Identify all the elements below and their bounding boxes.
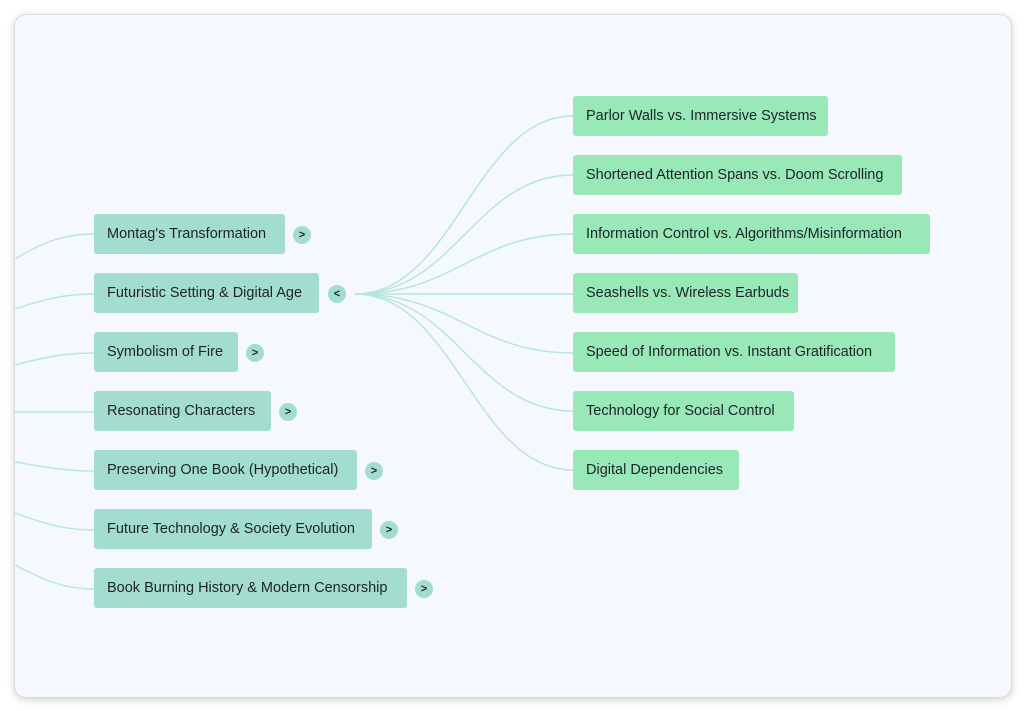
branch-label: Preserving One Book (Hypothetical) xyxy=(107,462,339,478)
branch-node-book-burning-history[interactable]: Book Burning History & Modern Censorship xyxy=(94,568,407,608)
root-link xyxy=(15,233,95,260)
root-link xyxy=(15,352,95,366)
expand-toggle[interactable]: > xyxy=(380,521,398,539)
leaf-label: Information Control vs. Algorithms/Misin… xyxy=(586,226,902,242)
branch-node-montags-transformation[interactable]: Montag's Transformation xyxy=(94,214,285,254)
root-link xyxy=(15,461,95,472)
root-link xyxy=(15,564,95,590)
branch-link xyxy=(354,293,574,354)
leaf-node[interactable]: Shortened Attention Spans vs. Doom Scrol… xyxy=(573,155,902,195)
root-link xyxy=(15,293,95,310)
branch-label: Montag's Transformation xyxy=(107,226,267,242)
branch-node-symbolism-of-fire[interactable]: Symbolism of Fire xyxy=(94,332,238,372)
branch-label: Book Burning History & Modern Censorship xyxy=(107,580,388,596)
branch-label: Resonating Characters xyxy=(107,403,256,419)
branch-node-preserving-one-book[interactable]: Preserving One Book (Hypothetical) xyxy=(94,450,357,490)
leaf-label: Shortened Attention Spans vs. Doom Scrol… xyxy=(586,167,884,183)
mindmap-canvas: Montag's Transformation > Futuristic Set… xyxy=(14,14,1012,698)
leaf-label: Technology for Social Control xyxy=(586,403,775,419)
leaf-node[interactable]: Information Control vs. Algorithms/Misin… xyxy=(573,214,930,254)
leaf-label: Speed of Information vs. Instant Gratifi… xyxy=(586,344,873,360)
branch-label: Symbolism of Fire xyxy=(107,344,224,360)
branch-link xyxy=(354,233,574,295)
branch-label: Future Technology & Society Evolution xyxy=(107,521,355,537)
leaf-node[interactable]: Digital Dependencies xyxy=(573,450,739,490)
connector-lines xyxy=(15,115,574,590)
leaf-label: Parlor Walls vs. Immersive Systems xyxy=(586,108,817,124)
branch-link xyxy=(354,293,574,412)
branch-label: Futuristic Setting & Digital Age xyxy=(107,285,303,301)
expand-toggle[interactable]: > xyxy=(415,580,433,598)
branch-node-future-technology[interactable]: Future Technology & Society Evolution xyxy=(94,509,372,549)
branch-node-resonating-characters[interactable]: Resonating Characters xyxy=(94,391,271,431)
leaf-label: Digital Dependencies xyxy=(586,462,724,478)
expand-toggle[interactable]: > xyxy=(279,403,297,421)
leaf-node[interactable]: Speed of Information vs. Instant Gratifi… xyxy=(573,332,895,372)
root-link xyxy=(15,512,95,531)
leaf-node[interactable]: Seashells vs. Wireless Earbuds xyxy=(573,273,798,313)
expand-toggle[interactable]: > xyxy=(293,226,311,244)
expand-toggle[interactable]: > xyxy=(365,462,383,480)
leaf-node[interactable]: Parlor Walls vs. Immersive Systems xyxy=(573,96,828,136)
branch-link xyxy=(354,293,574,471)
leaf-label: Seashells vs. Wireless Earbuds xyxy=(586,285,790,301)
collapse-toggle[interactable]: < xyxy=(328,285,346,303)
branch-node-futuristic-setting[interactable]: Futuristic Setting & Digital Age xyxy=(94,273,319,313)
expand-toggle[interactable]: > xyxy=(246,344,264,362)
leaf-node[interactable]: Technology for Social Control xyxy=(573,391,794,431)
branch-link xyxy=(354,174,574,295)
branch-link xyxy=(354,115,574,295)
